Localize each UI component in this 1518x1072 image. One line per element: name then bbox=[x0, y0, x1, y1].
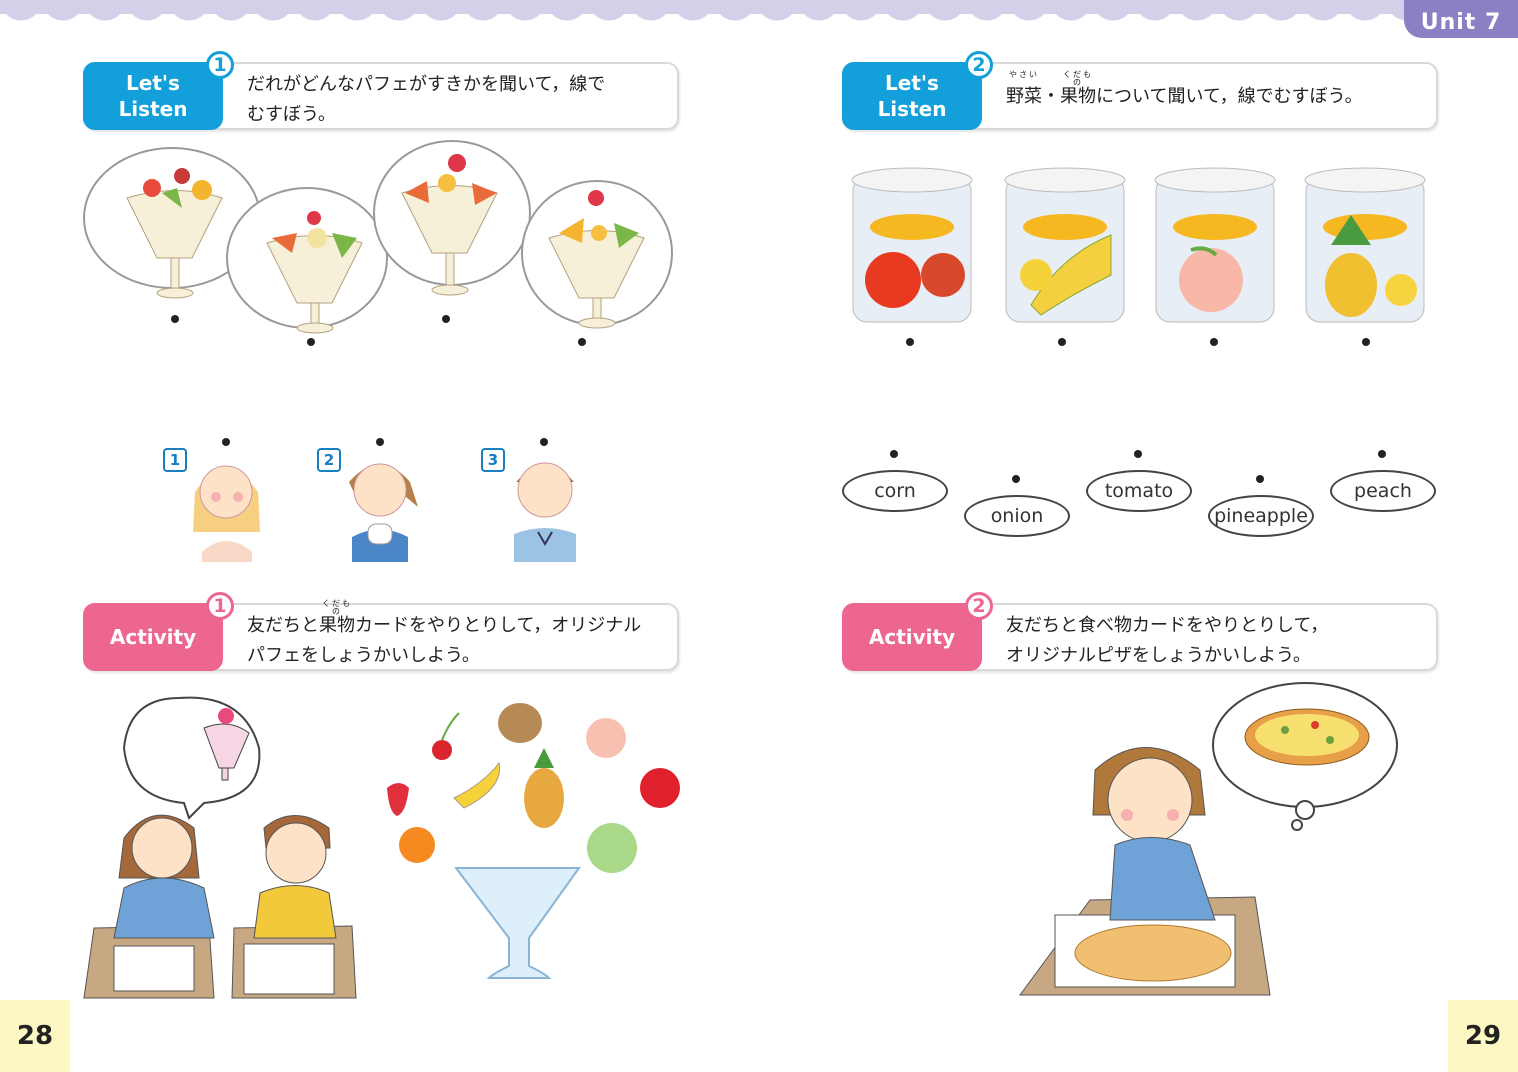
parfait-icon bbox=[266, 211, 363, 334]
pizza-illustration bbox=[1244, 708, 1370, 766]
lets-listen-label: Let's Listen bbox=[842, 62, 982, 130]
activity-label: Activity bbox=[842, 603, 982, 671]
parfait-icon bbox=[126, 168, 223, 299]
person-number-1: 1 bbox=[163, 448, 187, 472]
word-oval-onion: onion bbox=[964, 495, 1070, 537]
child-illustration bbox=[349, 463, 418, 562]
page-number-left: 28 bbox=[0, 1000, 70, 1072]
parfait-icon bbox=[401, 154, 498, 296]
person-number-2: 2 bbox=[317, 448, 341, 472]
connect-dot[interactable] bbox=[376, 438, 384, 446]
connect-dot[interactable] bbox=[890, 450, 898, 458]
fruit-illustration bbox=[387, 703, 680, 873]
word-oval-corn: corn bbox=[842, 470, 948, 512]
exercise-number: 1 bbox=[206, 592, 234, 620]
lets-listen-2-header: Let's Listen 2 やさい野菜・くだもの果物について聞いて，線でむすぼ… bbox=[842, 51, 1438, 130]
parfait-icon bbox=[548, 190, 645, 329]
connect-dot[interactable] bbox=[540, 438, 548, 446]
connect-dot[interactable] bbox=[307, 338, 315, 346]
instruction-text: だれがどんなパフェがすきかを聞いて，線で むすぼう。 bbox=[247, 74, 606, 125]
exercise-number: 2 bbox=[965, 592, 993, 620]
unit-tab: Unit 7 bbox=[1404, 0, 1518, 38]
connect-dot[interactable] bbox=[222, 438, 230, 446]
child-illustration bbox=[193, 465, 260, 562]
connect-dot[interactable] bbox=[906, 338, 914, 346]
lets-listen-label: Let's Listen bbox=[83, 62, 223, 130]
connect-dot[interactable] bbox=[442, 315, 450, 323]
parfait-illustrations bbox=[83, 140, 673, 334]
connect-dot[interactable] bbox=[1134, 450, 1142, 458]
child-illustration bbox=[113, 814, 215, 939]
connect-dot[interactable] bbox=[1210, 338, 1218, 346]
child-illustration bbox=[253, 815, 337, 939]
parfait-icon bbox=[203, 708, 250, 781]
child-illustration bbox=[1092, 747, 1216, 921]
exercise-number: 1 bbox=[206, 51, 234, 79]
connect-dot[interactable] bbox=[1012, 475, 1020, 483]
connect-dot[interactable] bbox=[1058, 338, 1066, 346]
instruction-text: 友だちとくだもの果物カードをやりとりして，オリジナル パフェをしょうかいしよう。 bbox=[247, 599, 642, 667]
word-oval-peach: peach bbox=[1330, 470, 1436, 512]
instruction-text: やさい野菜・くだもの果物について聞いて，線でむすぼう。 bbox=[1006, 70, 1363, 107]
activity-2-header: Activity 2 友だちと食べ物カードをやりとりして， オリジナルピザをしょ… bbox=[842, 592, 1438, 671]
activity-1-illustration bbox=[83, 696, 680, 999]
word-oval-pineapple: pineapple bbox=[1208, 495, 1314, 537]
lets-listen-1-header: Let's Listen 1 だれがどんなパフェがすきかを聞いて，線で むすぼう… bbox=[83, 51, 679, 130]
can-illustration bbox=[1154, 167, 1276, 323]
children-illustration bbox=[193, 462, 576, 562]
exercise-number: 2 bbox=[965, 51, 993, 79]
activity-1-header: Activity 1 友だちとくだもの果物カードをやりとりして，オリジナル パフ… bbox=[83, 592, 679, 671]
can-illustration bbox=[851, 167, 973, 323]
word-oval-tomato: tomato bbox=[1086, 470, 1192, 512]
can-illustration bbox=[1304, 167, 1426, 323]
connect-dot[interactable] bbox=[1378, 450, 1386, 458]
cans-illustration bbox=[851, 167, 1426, 323]
connect-dot[interactable] bbox=[171, 315, 179, 323]
child-illustration bbox=[514, 462, 576, 562]
instruction-text: 友だちと食べ物カードをやりとりして， オリジナルピザをしょうかいしよう。 bbox=[1006, 615, 1329, 666]
activity-label: Activity bbox=[83, 603, 223, 671]
connect-dot[interactable] bbox=[1256, 475, 1264, 483]
connect-dot[interactable] bbox=[1362, 338, 1370, 346]
scallop-border bbox=[0, 0, 1518, 38]
person-number-3: 3 bbox=[481, 448, 505, 472]
page-number-right: 29 bbox=[1448, 1000, 1518, 1072]
can-illustration bbox=[1004, 167, 1126, 323]
connect-dot[interactable] bbox=[578, 338, 586, 346]
activity-2-illustration bbox=[1019, 682, 1398, 996]
